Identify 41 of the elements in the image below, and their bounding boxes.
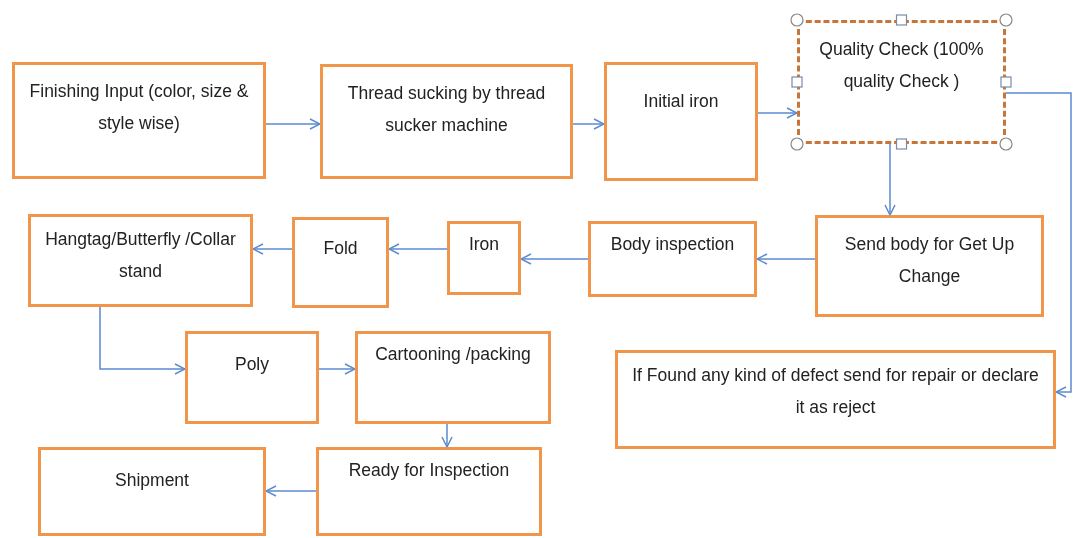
process-box [355,331,551,424]
process-box [292,217,389,308]
step-label: If Found any kind of defect send for repair or declare it as reject [631,364,1040,419]
arrow [265,118,321,130]
step-label: Quality Check (100% quality Check ) [818,38,985,93]
arrow [757,107,798,119]
step-label: Hangtag/Butterfly /Collar stand [44,228,237,283]
arrow [265,485,317,497]
step-label: Thread sucking by thread sucker machine [346,82,547,137]
process-box [320,64,573,179]
step-label: Cartooning /packing [375,343,531,366]
process-box [447,221,521,295]
arrow [441,423,453,448]
arrow [252,243,293,255]
process-box [28,214,253,307]
arrow [318,363,356,375]
step-label: Shipment [115,469,189,492]
step-label: Initial iron [643,90,719,113]
arrow [388,243,448,255]
arrow [572,118,605,130]
step-label: Fold [323,237,358,260]
arrow [99,306,186,375]
process-box [12,62,266,179]
step-label: Poly [234,353,269,376]
process-box [815,215,1044,317]
arrow [884,143,896,216]
process-box [604,62,758,181]
process-box [38,447,266,536]
step-label: Body inspection [610,233,735,256]
arrow [520,253,589,265]
step-label: Iron [468,233,500,256]
arrow [1005,92,1072,398]
process-box [588,221,757,297]
step-label: Send body for Get Up Change [843,233,1016,288]
arrow [756,253,816,265]
process-box [316,447,542,536]
process-box [185,331,319,424]
step-label: Finishing Input (color, size & style wise) [28,80,250,135]
process-box [797,20,1006,144]
step-label: Ready for Inspection [348,459,510,482]
process-box [615,350,1056,449]
